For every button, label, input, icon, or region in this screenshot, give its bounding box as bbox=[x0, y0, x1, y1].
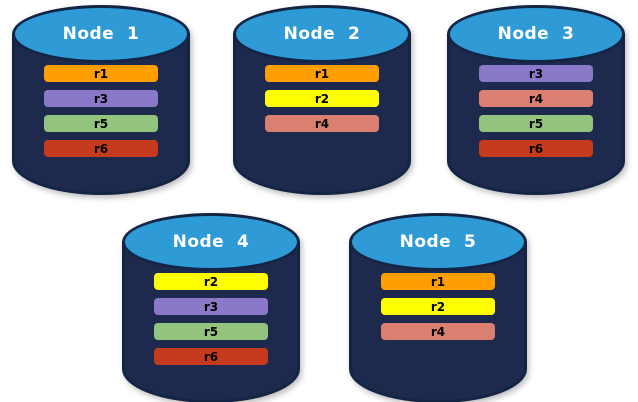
node-3-cylinder: Node 3 r3 r4 r5 r6 bbox=[447, 5, 625, 195]
replica-bar: r2 bbox=[265, 90, 379, 107]
replica-list: r1 r2 r4 bbox=[233, 65, 411, 132]
node-5-cylinder: Node 5 r1 r2 r4 bbox=[349, 213, 527, 402]
replica-bar: r3 bbox=[479, 65, 593, 82]
node-title: Node 1 bbox=[62, 24, 140, 44]
replica-bar: r5 bbox=[479, 115, 593, 132]
cylinder-top: Node 2 bbox=[233, 5, 411, 63]
node-2-cylinder: Node 2 r1 r2 r4 bbox=[233, 5, 411, 195]
replica-list: r1 r2 r4 bbox=[349, 273, 527, 340]
replica-list: r2 r3 r5 r6 bbox=[122, 273, 300, 365]
replica-bar: r4 bbox=[265, 115, 379, 132]
replica-bar: r6 bbox=[154, 348, 268, 365]
replica-list: r3 r4 r5 r6 bbox=[447, 65, 625, 157]
cylinder-top: Node 5 bbox=[349, 213, 527, 271]
cylinder-top: Node 4 bbox=[122, 213, 300, 271]
node-title: Node 2 bbox=[283, 24, 361, 44]
replica-bar: r2 bbox=[381, 298, 495, 315]
replica-bar: r1 bbox=[44, 65, 158, 82]
cylinder-top: Node 3 bbox=[447, 5, 625, 63]
cylinder-top: Node 1 bbox=[12, 5, 190, 63]
replica-bar: r1 bbox=[381, 273, 495, 290]
node-title: Node 4 bbox=[172, 232, 250, 252]
replica-bar: r6 bbox=[44, 140, 158, 157]
replica-bar: r5 bbox=[44, 115, 158, 132]
replica-bar: r2 bbox=[154, 273, 268, 290]
node-1-cylinder: Node 1 r1 r3 r5 r6 bbox=[12, 5, 190, 195]
replica-bar: r3 bbox=[154, 298, 268, 315]
replica-bar: r4 bbox=[381, 323, 495, 340]
node-title: Node 3 bbox=[497, 24, 575, 44]
replica-list: r1 r3 r5 r6 bbox=[12, 65, 190, 157]
replica-bar: r5 bbox=[154, 323, 268, 340]
replica-bar: r1 bbox=[265, 65, 379, 82]
replica-bar: r6 bbox=[479, 140, 593, 157]
replica-bar: r3 bbox=[44, 90, 158, 107]
replica-bar: r4 bbox=[479, 90, 593, 107]
node-4-cylinder: Node 4 r2 r3 r5 r6 bbox=[122, 213, 300, 402]
node-title: Node 5 bbox=[399, 232, 477, 252]
